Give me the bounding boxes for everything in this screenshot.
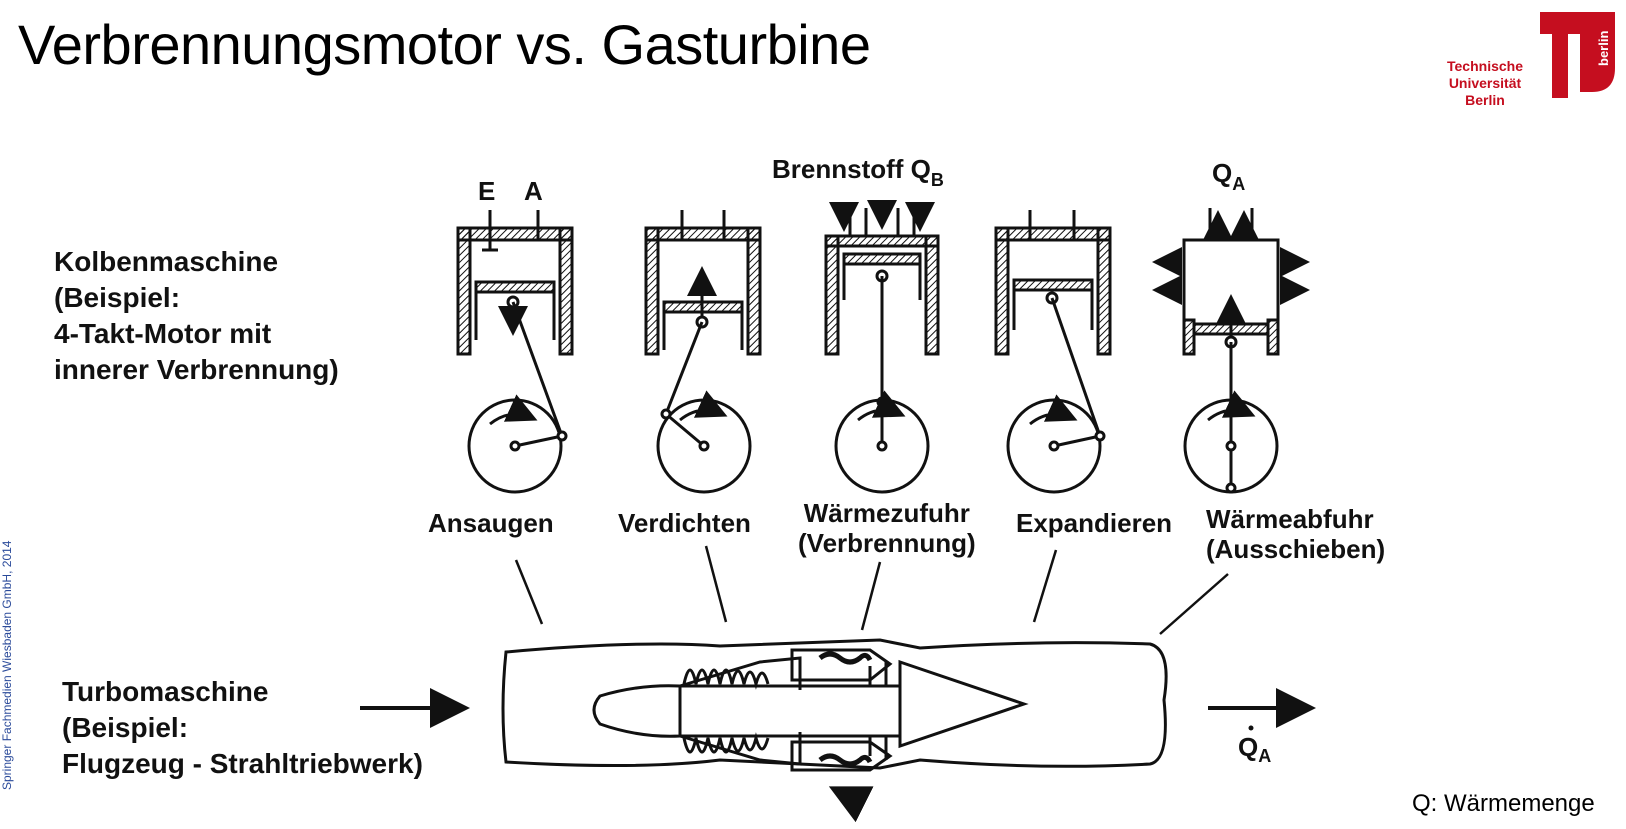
cylinder-verdichten xyxy=(644,210,762,494)
step-waermeabfuhr-line-1: Wärmeabfuhr xyxy=(1206,504,1374,534)
brennstoff-label: Brennstoff QB xyxy=(772,154,944,190)
kolben-line-1: Kolbenmaschine xyxy=(54,246,279,277)
flow-arrows xyxy=(360,688,1316,823)
kolben-line-3: 4-Takt-Motor mit xyxy=(54,318,272,349)
logo-word: berlin xyxy=(1596,31,1611,66)
step-waermeabfuhr: Wärmeabfuhr (Ausschieben) xyxy=(1206,504,1385,564)
step-expandieren: Expandieren xyxy=(1016,508,1173,538)
step-waermezufuhr: Wärmezufuhr (Verbrennung) xyxy=(798,498,976,558)
page-title: Verbrennungsmotor vs. Gasturbine xyxy=(18,13,871,76)
qa-top-label: QA xyxy=(1212,158,1245,194)
cylinder-expandieren xyxy=(994,210,1112,494)
kolben-line-2: (Beispiel: xyxy=(54,282,181,313)
cylinder-waermezufuhr xyxy=(824,200,940,494)
turbomaschine-label: Turbomaschine (Beispiel: Flugzeug - Stra… xyxy=(62,674,423,782)
step-verdichten: Verdichten xyxy=(618,508,751,538)
tu-logo-icon: berlin xyxy=(1540,12,1615,98)
valve-a-label: A xyxy=(524,176,543,206)
tu-berlin-logo: berlin Technische Universität Berlin xyxy=(1440,8,1620,108)
fuel-arrow-icon xyxy=(828,786,874,823)
step-pointers xyxy=(514,545,1229,635)
step-ansaugen: Ansaugen xyxy=(428,508,554,538)
turbo-line-2: (Beispiel: xyxy=(62,712,189,743)
cylinder-waermeabfuhr xyxy=(1152,208,1310,494)
turbo-line-1: Turbomaschine xyxy=(62,676,269,707)
step-waermeabfuhr-line-2: (Ausschieben) xyxy=(1206,534,1386,564)
step-waermezufuhr-line-2: (Verbrennung) xyxy=(798,528,976,558)
logo-line-3: Berlin xyxy=(1465,92,1505,108)
turbo-line-3: Flugzeug - Strahltriebwerk) xyxy=(62,748,423,779)
kolbenmaschine-label: Kolbenmaschine (Beispiel: 4-Takt-Motor m… xyxy=(54,244,339,388)
logo-text: Technische Universität Berlin xyxy=(1440,58,1530,109)
cylinder-ansaugen xyxy=(456,210,574,494)
logo-line-1: Technische xyxy=(1447,58,1523,74)
valve-e-label: E xyxy=(478,176,495,206)
jet-engine xyxy=(501,638,1168,772)
step-waermezufuhr-line-1: Wärmezufuhr xyxy=(803,498,970,528)
qa-bottom-label: QA xyxy=(1238,732,1271,766)
logo-line-2: Universität xyxy=(1448,75,1522,91)
qa-dot xyxy=(1248,725,1254,731)
note: Q: Wärmemenge xyxy=(1412,790,1595,817)
kolben-line-4: innerer Verbrennung) xyxy=(54,354,339,385)
